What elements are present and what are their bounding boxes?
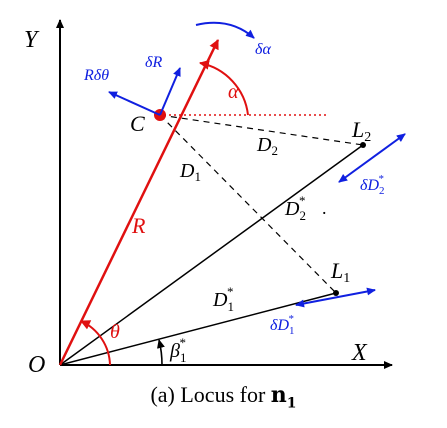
point-l2-label: L2 — [351, 117, 371, 145]
x-axis-label: X — [351, 340, 368, 366]
theta-label: θ — [110, 321, 120, 343]
alpha-label: α — [228, 81, 239, 103]
d2-star-label: D2* — [284, 193, 306, 223]
origin-label: O — [28, 352, 45, 378]
d1-star-label: D1* — [212, 284, 234, 314]
delta-d1-star-label: δD1* — [270, 313, 295, 337]
caption-prefix: (a) Locus for — [150, 382, 271, 407]
delta-r-arrow — [159, 67, 181, 116]
delta-d1s-arrow — [295, 287, 376, 308]
beta-arc — [157, 339, 165, 366]
r-vector — [58, 39, 220, 366]
ray-origin-l1 — [59, 292, 337, 366]
d2-label: D2 — [256, 134, 278, 158]
delta-r-label: δR — [145, 54, 162, 71]
r-label: R — [131, 213, 146, 238]
delta-alpha-label: δα — [255, 41, 271, 58]
d1-label: D1 — [179, 160, 201, 184]
point-c-label: C — [130, 111, 145, 136]
r-delta-theta-label: Rδθ — [83, 67, 109, 84]
point-l1-label: L1 — [330, 258, 350, 286]
y-axis-label: Y — [24, 27, 40, 53]
figure-caption: (a) Locus for n1 — [0, 382, 447, 411]
delta-alpha-arc-arrow — [195, 21, 255, 39]
caption-bold-sub: 1 — [286, 395, 297, 412]
dot-mark: . — [322, 198, 327, 218]
ray-origin-l2 — [59, 144, 364, 366]
theta-arc — [80, 320, 111, 366]
dashed-c-l1 — [159, 114, 337, 294]
beta-label: β1* — [169, 335, 186, 365]
alpha-arc — [199, 59, 249, 116]
caption-bold: n — [270, 382, 287, 408]
delta-d2s-arrow — [338, 133, 406, 183]
dashed-c-l2 — [159, 114, 364, 146]
point-l1 — [333, 290, 339, 296]
delta-d2-star-label: δD2* — [360, 173, 385, 197]
r-delta-theta-arrow — [108, 91, 161, 116]
